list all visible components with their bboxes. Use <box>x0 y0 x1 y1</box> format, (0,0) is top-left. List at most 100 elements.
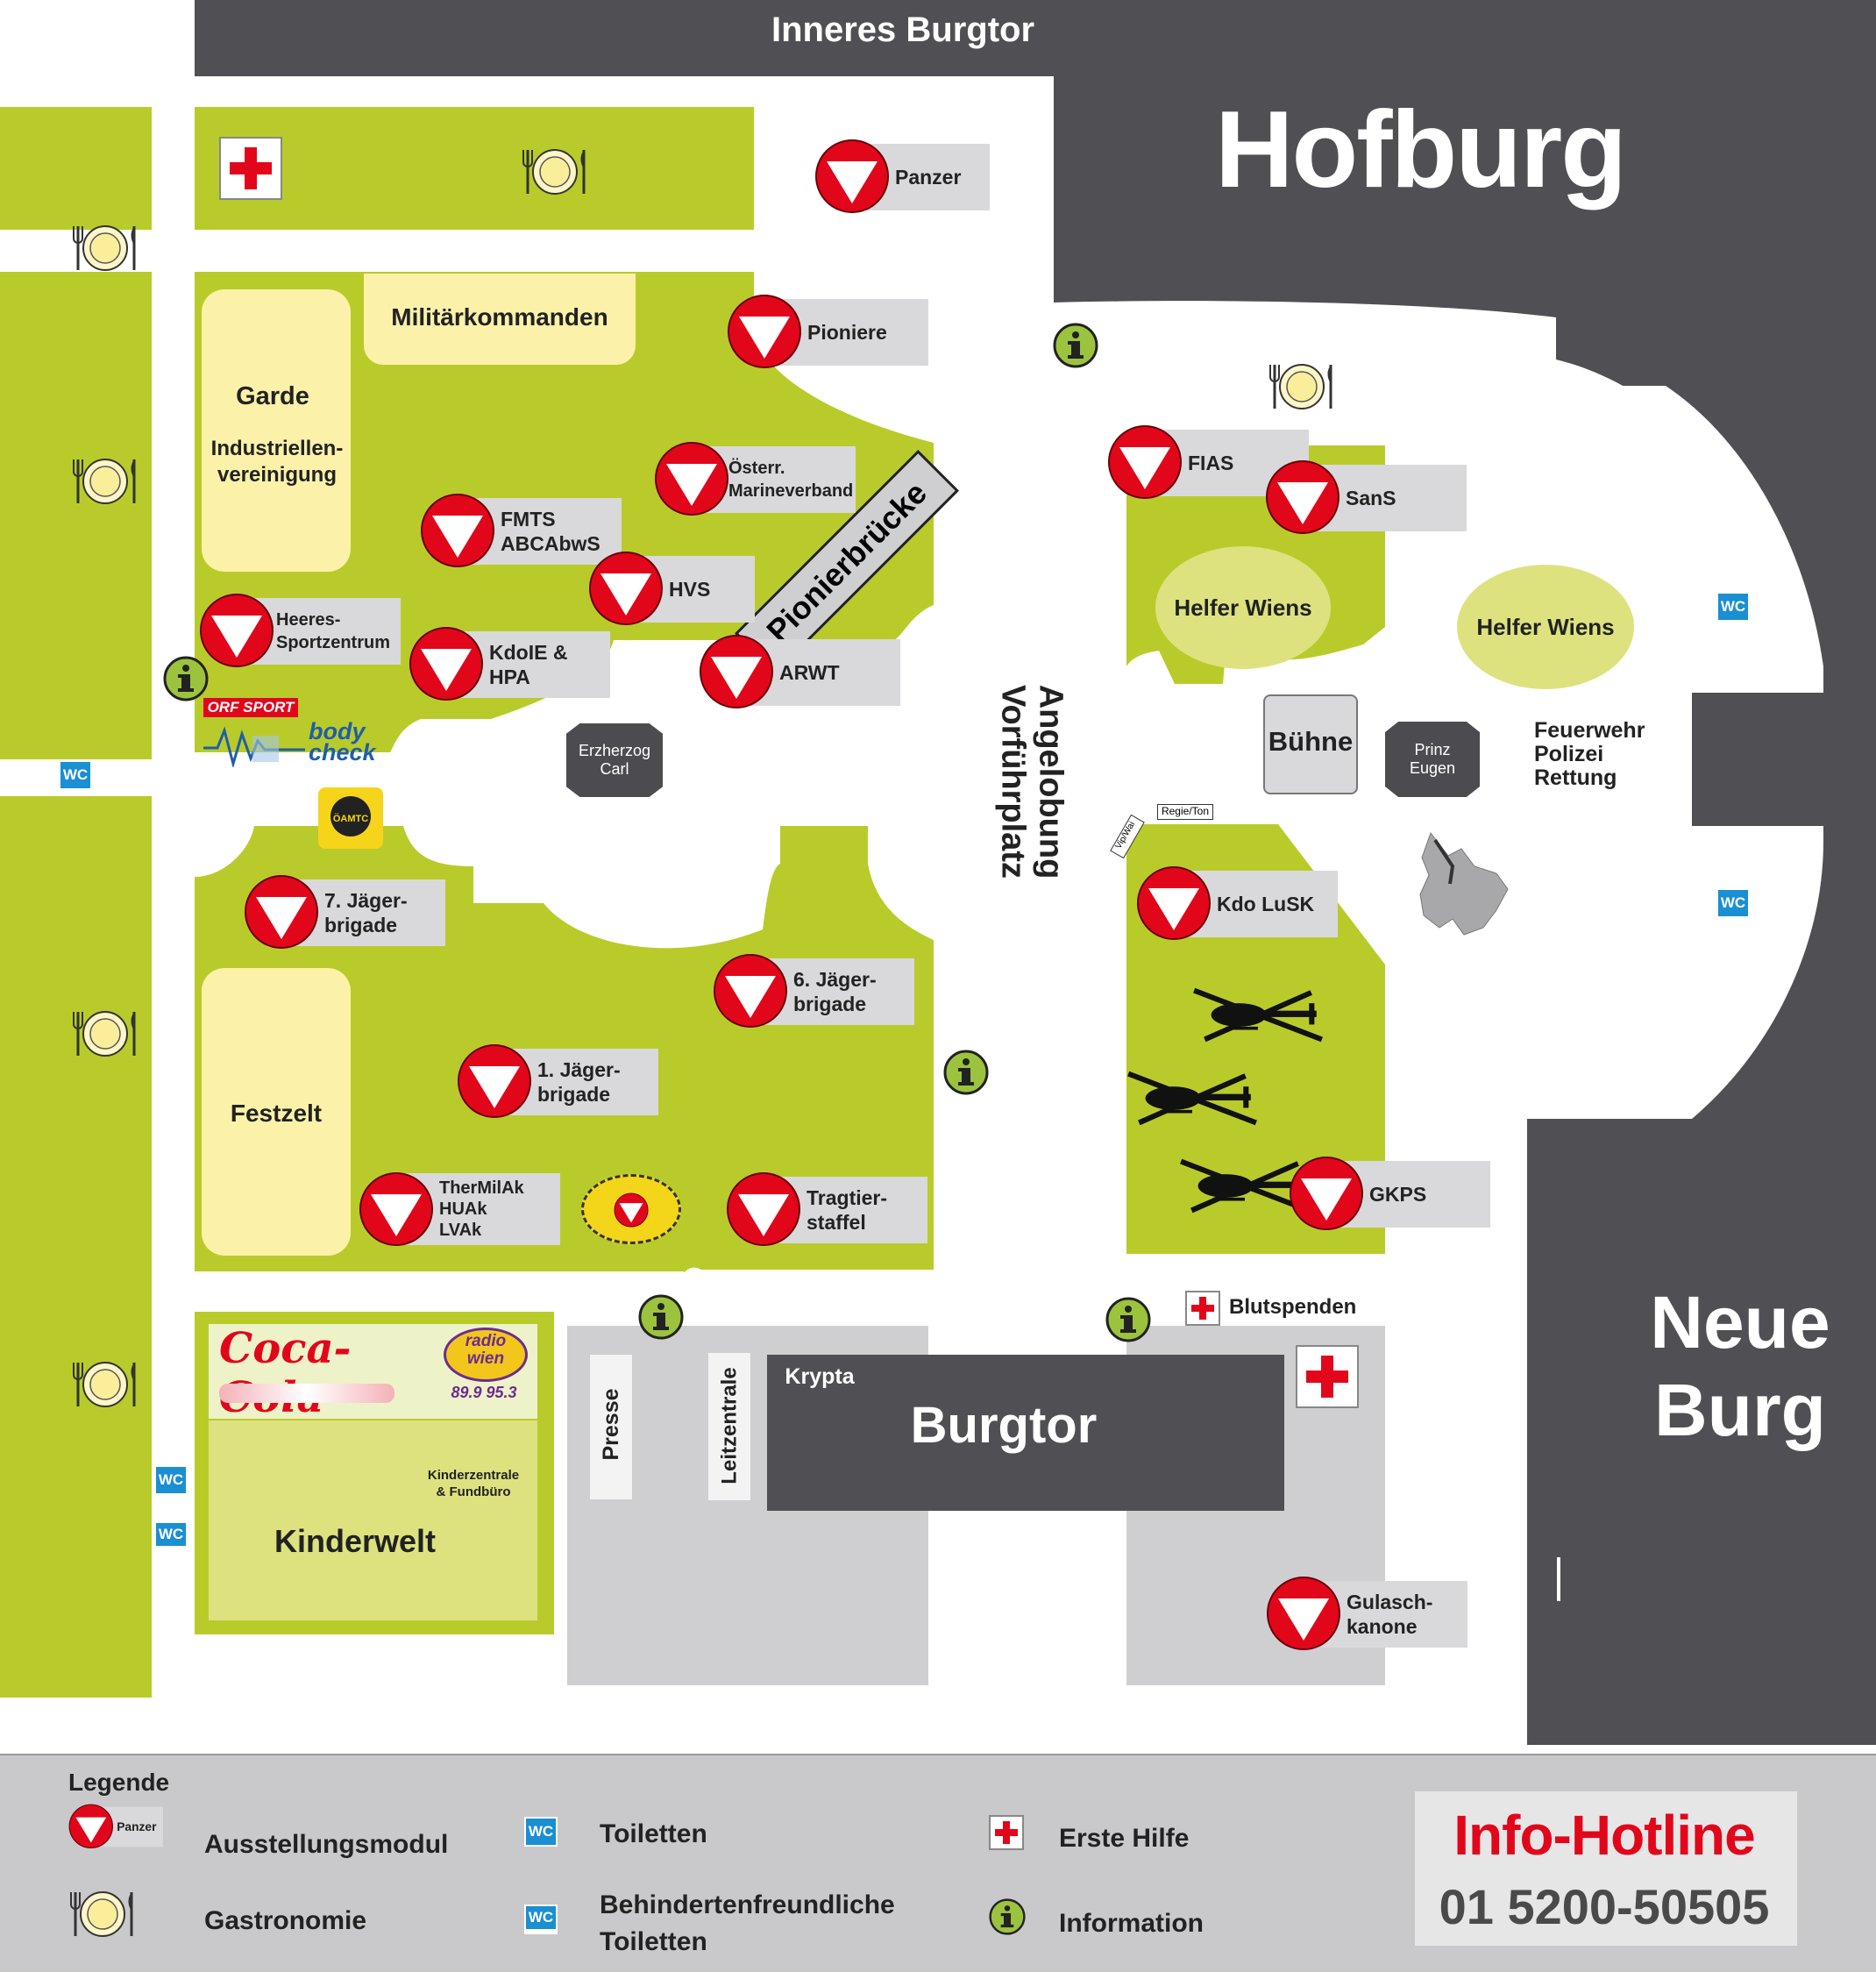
legend-gastronomie: Gastronomie <box>204 1906 367 1935</box>
krypta-label: Krypta <box>785 1364 855 1389</box>
austrian-army-triangle-icon <box>1107 424 1183 500</box>
presse-box <box>590 1355 632 1499</box>
burgtor-label: Burgtor <box>910 1397 1098 1454</box>
plate-cutlery-icon <box>68 1887 137 1940</box>
blutspenden-label: Blutspenden <box>1229 1295 1357 1319</box>
info-icon[interactable] <box>1105 1297 1151 1342</box>
info-icon[interactable] <box>638 1294 684 1340</box>
legend-toiletten: Toiletten <box>600 1819 707 1848</box>
austrian-army-triangle-icon <box>727 294 802 369</box>
legend-behinderten: Behindertenfreundliche Toiletten <box>600 1890 895 1956</box>
garde-area <box>202 289 351 572</box>
info-icon[interactable] <box>943 1050 989 1095</box>
legend-erste-hilfe: Erste Hilfe <box>1059 1824 1190 1853</box>
buehne-stage <box>1263 694 1358 794</box>
statue-erzherzog-carl: Erzherzog Carl <box>566 723 663 797</box>
oeamtc-name: ÖAMTC <box>332 814 369 824</box>
austrian-army-triangle-icon <box>654 441 729 516</box>
red-cross-icon[interactable] <box>1185 1291 1220 1326</box>
info-hotline-number: 01 5200-50505 <box>1439 1879 1770 1934</box>
austrian-army-triangle-icon <box>814 139 890 214</box>
kinderwelt-label: Kinderwelt <box>274 1523 437 1559</box>
accessible-wc-icon[interactable]: WC <box>154 1521 188 1551</box>
plate-cutlery-icon <box>71 454 139 507</box>
info-icon[interactable] <box>1053 323 1098 368</box>
austrian-army-triangle-icon <box>457 1043 532 1119</box>
radio-wien-frequency: 89.9 95.3 <box>451 1384 517 1401</box>
radio-wien-name: radio wien <box>465 1332 507 1368</box>
plate-cutlery-icon <box>521 145 589 197</box>
austrian-army-triangle-icon <box>726 1171 801 1247</box>
legend-ausstellungsmodul: Ausstellungsmodul <box>204 1830 449 1859</box>
austrian-army-triangle-icon <box>1265 459 1340 535</box>
coca-cola-swoosh <box>219 1384 394 1403</box>
legend-information: Information <box>1059 1909 1204 1938</box>
leitzentrale-label: Leitzentrale <box>717 1367 742 1484</box>
feuerwehr-polizei-rettung-label: Feuerwehr Polizei Rettung <box>1534 718 1645 790</box>
militaerkommanden-label: Militärkommanden <box>391 303 608 331</box>
wc-icon[interactable]: WC <box>1716 888 1750 918</box>
plate-cutlery-icon <box>1268 360 1336 412</box>
vorfuehrplatz-label: Vorführplatz <box>994 685 1032 879</box>
leitzentrale-box <box>708 1353 750 1500</box>
accessible-wc-icon: WC <box>524 1904 558 1934</box>
industriellenvereinigung-label: Industriellen- vereinigung <box>210 437 344 487</box>
burgtor-right-inner <box>1126 1355 1284 1486</box>
austrian-army-triangle-icon <box>1266 1576 1341 1651</box>
inneres-burgtor-bar <box>195 0 1876 76</box>
coca-cola-logo: Coca-Cola <box>219 1324 352 1422</box>
austrian-army-triangle-icon <box>1136 865 1212 941</box>
info-hotline-label: Info-Hotline <box>1453 1804 1755 1867</box>
wc-icon[interactable]: WC <box>59 760 92 790</box>
wc-icon: WC <box>524 1817 558 1847</box>
presse-label: Presse <box>599 1388 623 1461</box>
oeamtc-eagle <box>330 796 371 836</box>
army-emblem-yellow <box>581 1174 681 1244</box>
info-icon[interactable] <box>163 656 209 701</box>
austria-map-shape <box>1419 831 1509 936</box>
helfer-wiens-right: Helfer Wiens <box>1457 565 1634 689</box>
oeamtc-logo: ÖAMTC <box>318 787 383 849</box>
austrian-army-triangle-icon <box>699 634 774 709</box>
austrian-army-triangle-icon <box>588 551 664 626</box>
festzelt-label: Festzelt <box>230 1100 323 1127</box>
strip-left-3 <box>0 796 152 1698</box>
austrian-army-triangle-icon <box>614 1192 649 1228</box>
radio-wien-badge <box>444 1328 528 1382</box>
regie-ton-tag: Regie/Ton <box>1157 804 1213 820</box>
buehne-label: Bühne <box>1268 726 1354 757</box>
neue-burg-label: Neue Burg <box>1650 1281 1830 1451</box>
plate-cutlery-icon <box>71 1357 139 1410</box>
bodycheck-logo: body check <box>309 718 376 765</box>
wc-icon[interactable]: WC <box>154 1465 188 1495</box>
inneres-burgtor-label: Inneres Burgtor <box>771 11 1035 49</box>
austrian-army-triangle-icon <box>713 953 788 1029</box>
austrian-army-triangle-icon <box>199 593 274 668</box>
red-cross-icon[interactable] <box>219 137 282 200</box>
info-hotline-box <box>1415 1791 1797 1946</box>
statue-prinz-eugen: Prinz Eugen <box>1385 722 1480 797</box>
top-green-strip <box>195 107 754 230</box>
strip-left-2 <box>0 272 152 759</box>
bodycheck-wave-icon <box>203 726 305 767</box>
militaerkommanden-area <box>364 274 636 365</box>
red-cross-icon[interactable] <box>1296 1345 1359 1408</box>
festzelt-area <box>202 968 351 1256</box>
austrian-army-triangle-icon <box>1289 1156 1364 1231</box>
hofburg-label: Hofburg <box>1214 89 1627 210</box>
plate-cutlery-icon <box>71 1007 139 1059</box>
hofburg-building <box>1054 76 1876 1745</box>
orf-sport-logo: ORF SPORT <box>203 698 298 717</box>
wc-icon[interactable]: WC <box>1716 592 1750 622</box>
legend-heading: Legende <box>68 1769 170 1796</box>
helicopter-icon <box>1183 978 1332 1052</box>
angelobung-label: Angelobung <box>1032 684 1069 879</box>
austrian-army-triangle-icon <box>68 1804 114 1849</box>
austrian-army-triangle-icon <box>359 1171 434 1247</box>
radio-wien-logo: radio wien 89.9 95.3 <box>438 1328 529 1408</box>
austrian-army-triangle-icon <box>409 626 484 701</box>
austrian-army-triangle-icon <box>244 874 319 950</box>
helicopter-icon <box>1118 1061 1267 1136</box>
garde-label: Garde <box>236 382 309 410</box>
red-cross-icon <box>989 1815 1024 1850</box>
